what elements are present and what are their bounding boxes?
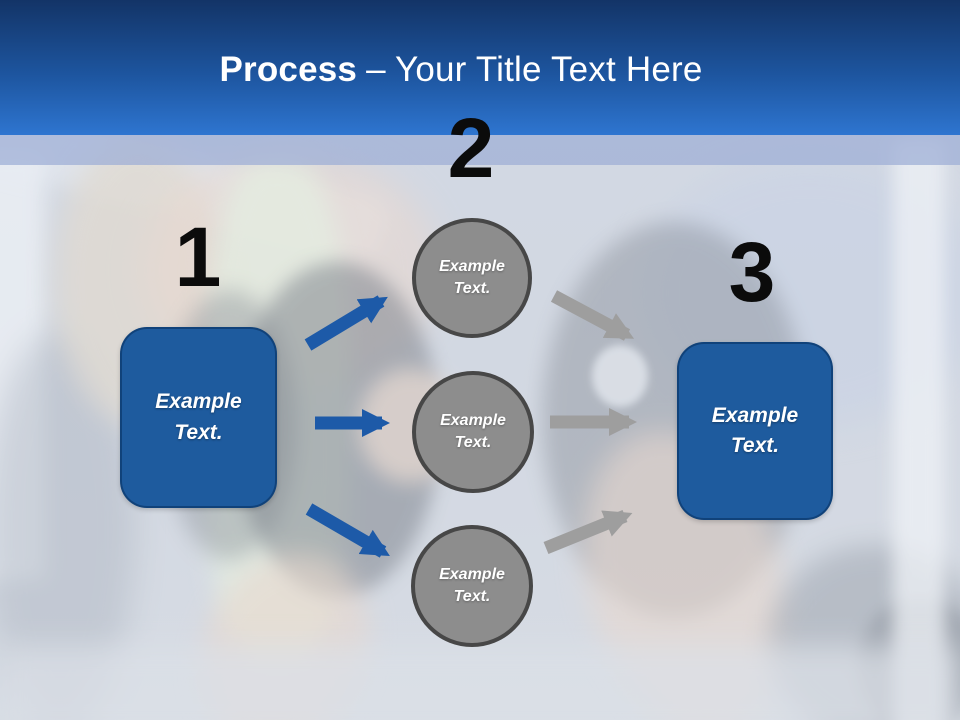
title-keyword: Process xyxy=(219,50,358,89)
step3-label: Example Text. xyxy=(711,403,799,457)
step-number-2: 2 xyxy=(447,101,495,195)
step2-circle-1: Example Text. xyxy=(412,218,532,338)
step1-label: Example Text. xyxy=(155,390,242,444)
step2-circle-2-label: Example Text. xyxy=(440,411,506,451)
step2-circle-3: Example Text. xyxy=(411,525,533,647)
photo-window-left xyxy=(0,150,45,580)
arrow-up-right-gray-icon xyxy=(543,509,633,555)
step-number-1: 1 xyxy=(174,210,222,304)
photo-dumbbell-hub xyxy=(592,345,648,407)
arrow-down-right-icon xyxy=(305,503,390,558)
step2-circle-2: Example Text. xyxy=(412,371,534,493)
step2-circle-1-label: Example Text. xyxy=(439,257,505,297)
photo-bottom-haze xyxy=(0,645,960,720)
photo-bright-strip-right xyxy=(893,140,945,720)
header-underline-band xyxy=(0,135,960,165)
slide-header: Process– Your Title Text Here xyxy=(0,0,960,135)
step-number-3: 3 xyxy=(728,225,776,319)
step1-box: Example Text. xyxy=(120,327,277,508)
step3-box: Example Text. xyxy=(677,342,833,520)
arrow-down-right-gray-icon xyxy=(550,290,635,341)
arrow-up-right-icon xyxy=(304,295,388,351)
slide-title: Process– Your Title Text Here xyxy=(0,50,922,90)
title-subtitle: – Your Title Text Here xyxy=(366,50,703,89)
step2-circle-3-label: Example Text. xyxy=(439,565,505,605)
